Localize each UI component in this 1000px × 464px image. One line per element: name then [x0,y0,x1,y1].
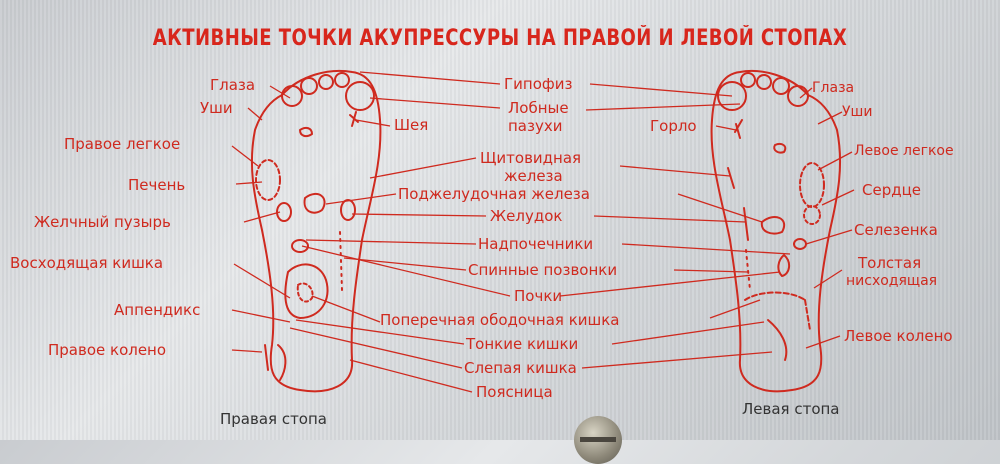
label-thyroid-2: железа [504,167,563,185]
label-adrenals: Надпочечники [478,235,594,253]
label-pituitary: Гипофиз [504,75,573,93]
foot-diagram [231,69,855,393]
label-appendix: Аппендикс [114,301,201,319]
label-cecum: Слепая кишка [464,359,577,377]
caption-right-foot: Правая стопа [220,410,327,428]
label-spine: Спинные позвонки [468,261,618,279]
label-descending-colon-2: нисходящая [846,273,938,289]
label-small-intestine: Тонкие кишки [466,335,579,353]
label-right-eyes: Глаза [210,76,256,94]
label-right-knee: Правое колено [48,341,167,359]
label-left-knee: Левое колено [844,327,953,345]
label-throat: Горло [650,117,697,135]
screw-head [574,416,622,464]
label-descending-colon-1: Толстая [858,254,922,272]
label-thyroid-1: Щитовидная [480,149,582,167]
label-stomach: Желудок [490,207,563,225]
label-sinuses-2: пазухи [508,117,563,135]
label-neck: Шея [394,116,429,134]
label-right-ears: Уши [200,99,233,117]
label-kidneys: Почки [514,287,563,305]
label-spleen: Селезенка [854,221,938,239]
label-ascending-colon: Восходящая кишка [10,254,164,272]
label-heart: Сердце [862,181,922,199]
page-title: АКТИВНЫЕ ТОЧКИ АКУПРЕССУРЫ НА ПРАВОЙ И Л… [152,26,848,51]
label-right-lung: Правое легкое [64,135,181,153]
label-gallbladder: Желчный пузырь [34,213,171,231]
caption-left-foot: Левая стопа [742,400,840,418]
label-transverse-colon: Поперечная ободочная кишка [380,311,620,329]
label-pancreas: Поджелудочная железа [398,185,590,203]
brushed-texture [0,0,1000,440]
label-sinuses-1: Лобные [508,99,569,117]
right-foot-outline [250,69,382,393]
label-left-ears: Уши [842,104,873,120]
label-liver: Печень [128,176,186,194]
label-lumbar: Поясница [476,383,553,401]
label-left-lung: Левое легкое [854,143,954,159]
metal-plate [0,0,1000,440]
label-left-eyes: Глаза [812,80,855,96]
